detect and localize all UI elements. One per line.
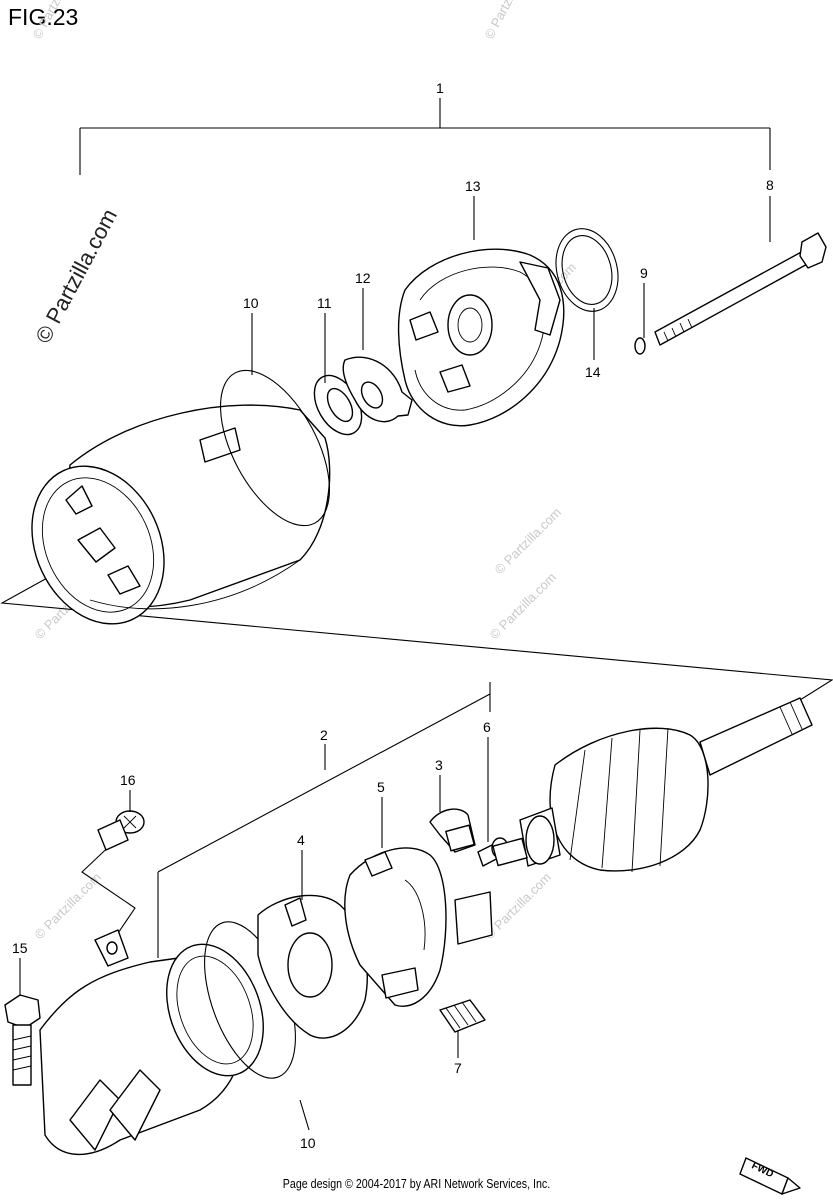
assembly-bracket-1 (79, 98, 771, 175)
washer-12 (342, 356, 413, 423)
end-cover-13 (397, 248, 565, 427)
callout-15: 15 (12, 940, 28, 956)
callout-11: 11 (317, 295, 332, 311)
page-footer: Page design © 2004-2017 by ARI Network S… (282, 1176, 551, 1191)
watermark-main: © Partzilla.com (30, 205, 122, 348)
washer-9 (634, 337, 646, 355)
watermark-faint: © Partzilla.com (481, 0, 535, 41)
bolt-16 (97, 810, 145, 851)
callout-7: 7 (454, 1060, 462, 1076)
callout-12: 12 (355, 270, 371, 286)
section-divider-lines (0, 571, 833, 701)
brush-3 (429, 808, 476, 853)
bolt-15 (4, 994, 41, 1086)
callout-14: 14 (585, 364, 601, 380)
callout-9: 9 (640, 265, 648, 281)
brush-holder-5 (344, 847, 493, 1007)
callout-8: 8 (766, 177, 774, 193)
watermark-faint: © Partzilla.com (29, 0, 83, 41)
armature (492, 697, 813, 873)
callout-1: 1 (436, 80, 444, 96)
callout-3: 3 (435, 757, 443, 773)
callout-6: 6 (483, 719, 491, 735)
watermark-faint: © Partzilla.com (487, 570, 560, 643)
callout-10-upper: 10 (243, 295, 259, 311)
bolt-16-leader (81, 837, 136, 946)
through-bolt-8 (654, 232, 827, 346)
brush-plate-4 (257, 894, 368, 1039)
callout-16: 16 (120, 772, 136, 788)
callout-leaders (19, 196, 771, 1131)
callout-13: 13 (465, 178, 481, 194)
callout-5: 5 (377, 779, 385, 795)
watermark-faint: © Partzilla.com (492, 505, 565, 578)
spring-7 (439, 999, 486, 1033)
callout-10-lower: 10 (300, 1135, 316, 1151)
housing-bracket (39, 929, 264, 1156)
o-ring-10-upper (219, 369, 331, 527)
figure-title: FIG.23 (8, 4, 79, 30)
o-ring-14 (555, 228, 619, 312)
callout-numbers: 1 2 3 4 5 6 7 8 9 10 10 11 12 13 14 15 1… (12, 80, 774, 1151)
yoke-housing (31, 404, 331, 625)
watermark-faint: © Partzilla.com (32, 870, 105, 943)
callout-4: 4 (297, 832, 305, 848)
callout-2: 2 (320, 727, 328, 743)
assembly-bracket-2 (157, 682, 491, 958)
